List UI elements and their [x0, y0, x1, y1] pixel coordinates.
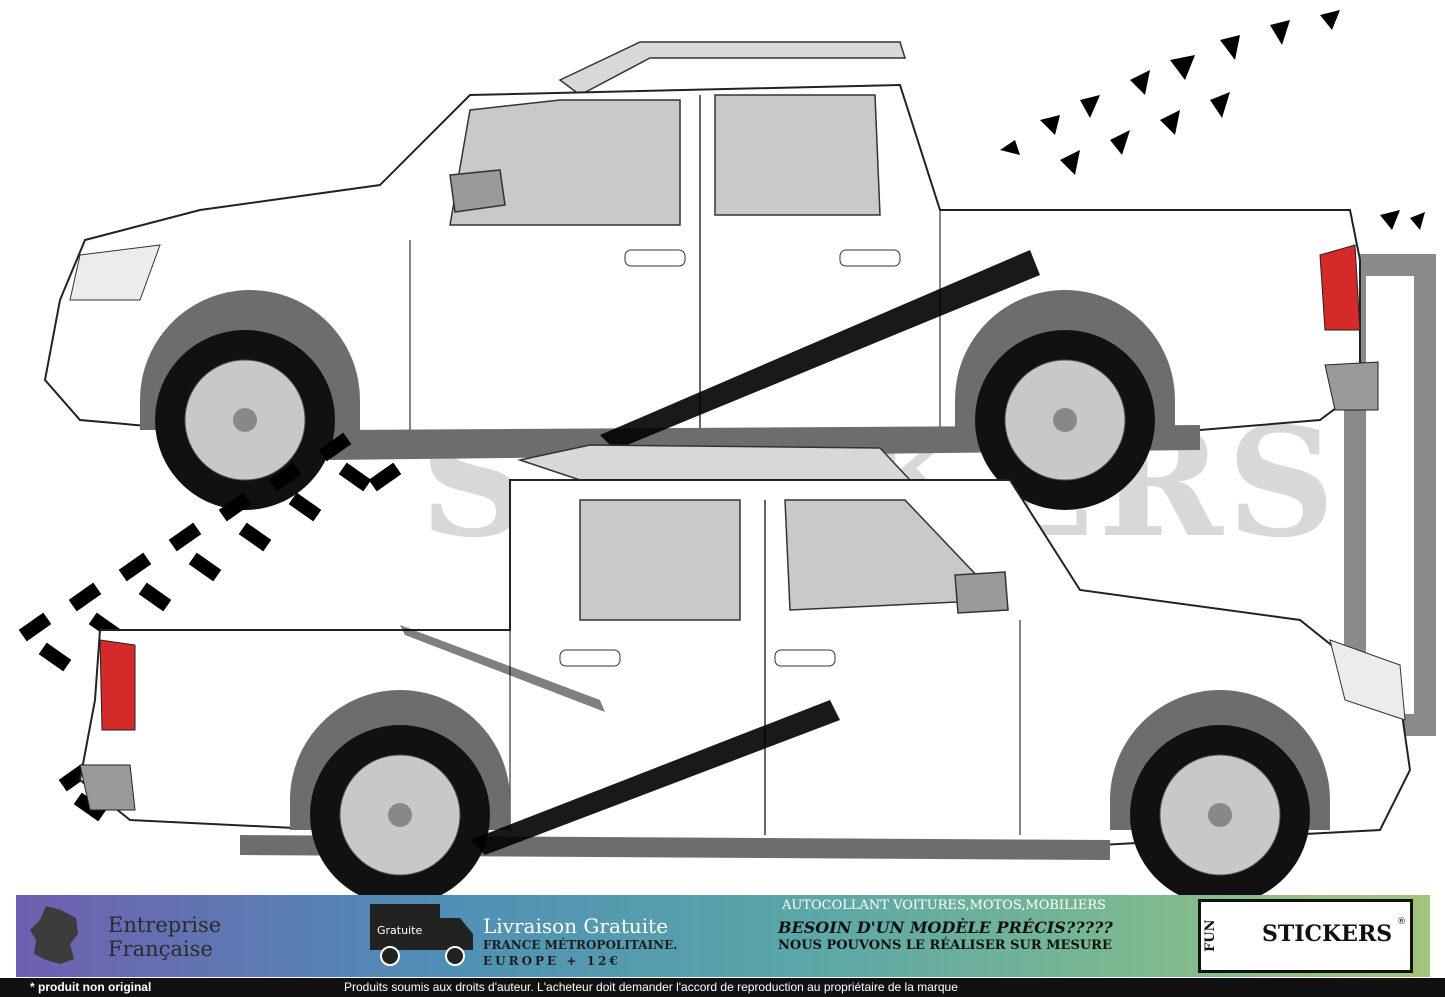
besoin-text: BESOIN D'UN MODÈLE PRÉCIS????? [778, 918, 1113, 937]
bottom-truck [78, 444, 1412, 905]
brand-logo [1198, 899, 1413, 973]
footer-copyright: Produits soumis aux droits d'auteur. L'a… [344, 980, 958, 994]
delivery-truck-icon [370, 904, 473, 966]
nous-text: NOUS POUVONS LE RÉALISER SUR MESURE [778, 938, 1112, 953]
logo-stickers: STICKERS [1262, 921, 1393, 947]
france-map-icon [30, 906, 78, 964]
decal-fragments [1000, 10, 1425, 230]
tyre-track-left [18, 432, 402, 822]
footer-disclaimer: * produit non original [30, 980, 152, 994]
top-truck [43, 41, 1379, 510]
livraison-europe: EUROPE + 12€ [483, 954, 621, 968]
logo-registered: ® [1397, 917, 1406, 927]
livraison-title: Livraison Gratuite [483, 914, 669, 938]
footer-bar [0, 978, 1445, 997]
truck-label: Gratuite [377, 924, 423, 937]
entreprise-line1: Entreprise [108, 913, 222, 937]
promo-banner [16, 895, 1430, 977]
entreprise-line2: Française [108, 937, 213, 961]
logo-fun: FUN [1203, 919, 1218, 953]
livraison-france: FRANCE MÉTROPOLITAINE. [483, 938, 678, 952]
autocollant-text: AUTOCOLLANT VOITURES,MOTOS,MOBILIERS [782, 898, 1107, 913]
